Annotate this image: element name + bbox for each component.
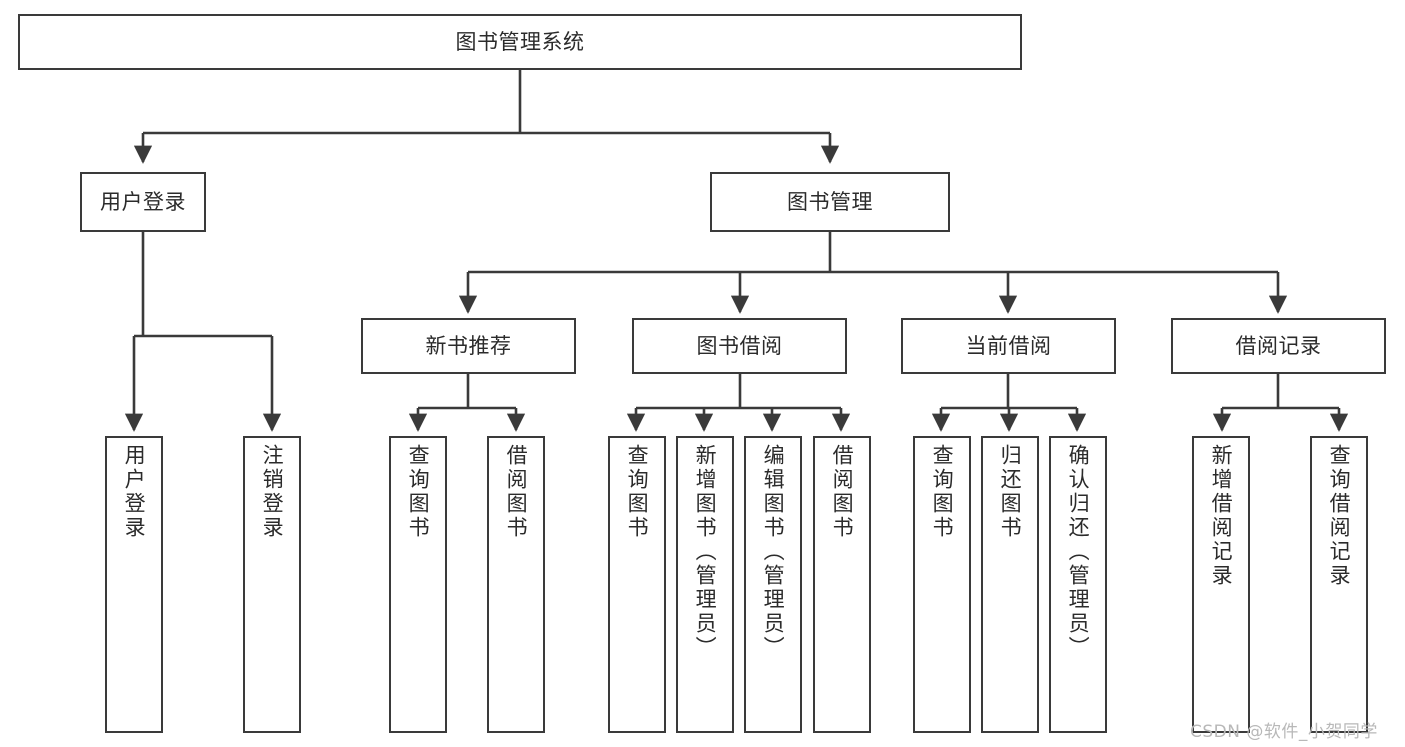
leaf-user-login[interactable]: 用户登录 [105,436,163,733]
leaf-query-record[interactable]: 查询借阅记录 [1310,436,1368,733]
node-book-borrow[interactable]: 图书借阅 [632,318,847,374]
leaf-query-record-label: 查询借阅记录 [1327,444,1352,588]
node-root-label: 图书管理系统 [455,29,585,54]
leaf-add-book[interactable]: 新增图书（管理员） [676,436,734,733]
node-new-book-rec[interactable]: 新书推荐 [361,318,576,374]
node-book-borrow-label: 图书借阅 [696,333,783,358]
leaf-query-book-3-label: 查询图书 [930,444,955,540]
leaf-user-login-label: 用户登录 [122,444,147,540]
leaf-borrow-book-2-label: 借阅图书 [830,444,855,540]
leaf-borrow-book-1[interactable]: 借阅图书 [487,436,545,733]
node-borrow-record[interactable]: 借阅记录 [1171,318,1386,374]
leaf-edit-book[interactable]: 编辑图书（管理员） [744,436,802,733]
node-new-book-rec-label: 新书推荐 [425,333,512,358]
node-book-manage-label: 图书管理 [787,189,873,214]
leaf-logout-label: 注销登录 [260,444,285,540]
node-borrow-record-label: 借阅记录 [1235,333,1322,358]
node-user-login[interactable]: 用户登录 [80,172,206,232]
leaf-confirm-return-label: 确认归还（管理员） [1066,444,1091,660]
leaf-borrow-book-1-label: 借阅图书 [504,444,529,540]
leaf-query-book-2-label: 查询图书 [625,444,650,540]
leaf-query-book-3[interactable]: 查询图书 [913,436,971,733]
leaf-logout[interactable]: 注销登录 [243,436,301,733]
leaf-borrow-book-2[interactable]: 借阅图书 [813,436,871,733]
leaf-query-book-1-label: 查询图书 [406,444,431,540]
node-current-borrow-label: 当前借阅 [965,333,1052,358]
leaf-add-record-label: 新增借阅记录 [1209,444,1234,588]
leaf-edit-book-label: 编辑图书（管理员） [761,444,786,660]
leaf-query-book-1[interactable]: 查询图书 [389,436,447,733]
node-root[interactable]: 图书管理系统 [18,14,1022,70]
leaf-confirm-return[interactable]: 确认归还（管理员） [1049,436,1107,733]
leaf-return-book-label: 归还图书 [998,444,1023,540]
node-user-login-label: 用户登录 [100,189,186,214]
node-current-borrow[interactable]: 当前借阅 [901,318,1116,374]
leaf-query-book-2[interactable]: 查询图书 [608,436,666,733]
leaf-add-record[interactable]: 新增借阅记录 [1192,436,1250,733]
node-book-manage[interactable]: 图书管理 [710,172,950,232]
leaf-return-book[interactable]: 归还图书 [981,436,1039,733]
leaf-add-book-label: 新增图书（管理员） [693,444,718,660]
